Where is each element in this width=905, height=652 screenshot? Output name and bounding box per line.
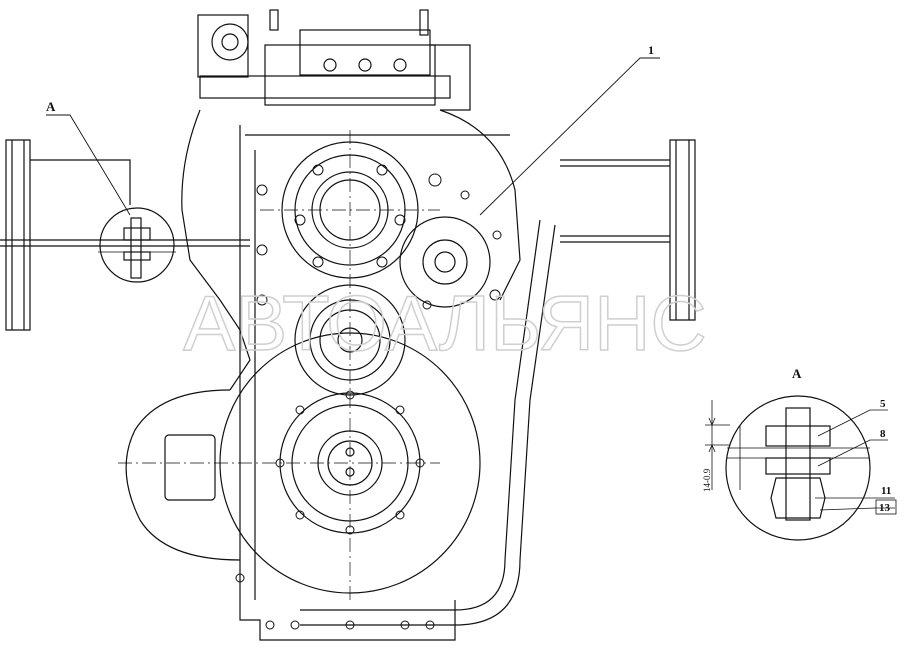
view-marker-a: A bbox=[46, 99, 56, 114]
gearbox-housing bbox=[181, 109, 521, 641]
dimension-mark bbox=[705, 400, 730, 490]
valve-block bbox=[197, 9, 471, 111]
part-label-1: 1 bbox=[648, 43, 654, 57]
pump bbox=[399, 216, 491, 308]
part-label-5: 5 bbox=[880, 398, 886, 410]
part-label-11: 11 bbox=[881, 485, 891, 497]
detail-view-a bbox=[725, 395, 871, 541]
detail-view-title: A bbox=[792, 366, 802, 381]
watermark: АВТОАЛЬЯНС bbox=[183, 279, 707, 367]
leader-line-1 bbox=[479, 57, 660, 216]
lower-left-lobe bbox=[125, 389, 241, 561]
callout-leaders bbox=[815, 409, 897, 515]
bolt-pattern bbox=[235, 164, 502, 630]
detail-circle-a-left bbox=[98, 207, 176, 283]
leader-line-a bbox=[46, 114, 131, 216]
dimension-label: 14-0.9 bbox=[702, 468, 712, 492]
part-label-8: 8 bbox=[880, 428, 886, 440]
center-lines bbox=[118, 130, 440, 600]
part-label-13: 13 bbox=[879, 502, 891, 514]
oil-pipe bbox=[300, 219, 556, 626]
right-frame-rail bbox=[560, 139, 696, 321]
